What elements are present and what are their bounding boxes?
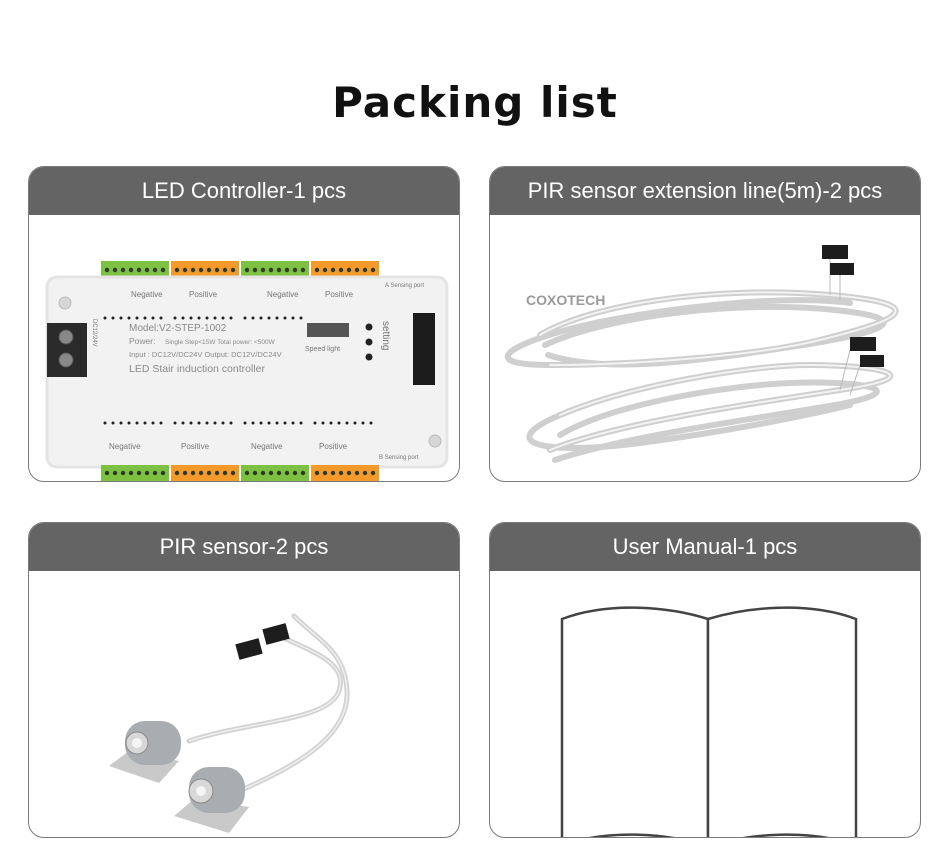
sensor-head bbox=[174, 767, 249, 833]
top-positive-label: Positive bbox=[189, 290, 218, 299]
connector bbox=[850, 337, 876, 351]
top-negative-label-2: Negative bbox=[267, 290, 299, 299]
a-port-label: A Sensing port bbox=[385, 283, 424, 289]
extension-line-image: COXOTECH bbox=[490, 215, 920, 481]
item-label: User Manual-1 pcs bbox=[490, 523, 920, 571]
speed-light-label: Speed light bbox=[305, 346, 340, 353]
sensor-head bbox=[109, 721, 181, 783]
controller-name-text: LED Stair induction controller bbox=[129, 363, 265, 375]
led-controller-drawing: Negative Positive Negative Positive A Se… bbox=[45, 261, 449, 481]
led-controller-image: Negative Positive Negative Positive A Se… bbox=[29, 215, 459, 481]
input-text: Input : DC12V/DC24V Output: DC12V/DC24V bbox=[129, 350, 282, 359]
item-card-pir-sensor: PIR sensor-2 pcs bbox=[28, 522, 460, 838]
bottom-positive-label-2: Positive bbox=[319, 442, 348, 451]
top-negative-label: Negative bbox=[131, 290, 163, 299]
watermark: COXOTECH bbox=[526, 292, 605, 308]
item-label: LED Controller-1 pcs bbox=[29, 167, 459, 215]
page-title: Packing list bbox=[332, 78, 618, 127]
item-card-user-manual: User Manual-1 pcs bbox=[489, 522, 921, 838]
setting-label: setting bbox=[380, 321, 391, 350]
connector bbox=[822, 245, 848, 259]
top-positive-label-2: Positive bbox=[325, 290, 354, 299]
bottom-negative-label: Negative bbox=[109, 442, 141, 451]
b-port-label: B Sensing port bbox=[379, 455, 419, 461]
power-text: Power: bbox=[129, 336, 155, 346]
item-card-led-controller: LED Controller-1 pcs bbox=[28, 166, 460, 482]
top-terminal-blocks bbox=[101, 261, 379, 278]
connector bbox=[830, 263, 854, 275]
input-voltage-label: DC12/24V bbox=[91, 319, 97, 347]
model-text: Model:V2-STEP-1002 bbox=[129, 323, 227, 334]
connector bbox=[235, 638, 263, 660]
bottom-positive-label: Positive bbox=[181, 442, 210, 451]
pir-sensor-drawing bbox=[109, 613, 350, 833]
bottom-negative-label-2: Negative bbox=[251, 442, 283, 451]
connector bbox=[860, 355, 884, 367]
item-label: PIR sensor-2 pcs bbox=[29, 523, 459, 571]
item-card-extension-line: PIR sensor extension line(5m)-2 pcs COXO… bbox=[489, 166, 921, 482]
power-detail-text: Single Step<15W Total power: <500W bbox=[165, 339, 276, 346]
item-label: PIR sensor extension line(5m)-2 pcs bbox=[490, 167, 920, 215]
book-icon bbox=[560, 606, 858, 837]
bottom-terminal-blocks bbox=[101, 465, 379, 481]
user-manual-image bbox=[490, 571, 920, 837]
connector bbox=[262, 623, 290, 645]
extension-line-drawing: COXOTECH bbox=[504, 245, 899, 463]
pir-sensor-image bbox=[29, 571, 459, 837]
